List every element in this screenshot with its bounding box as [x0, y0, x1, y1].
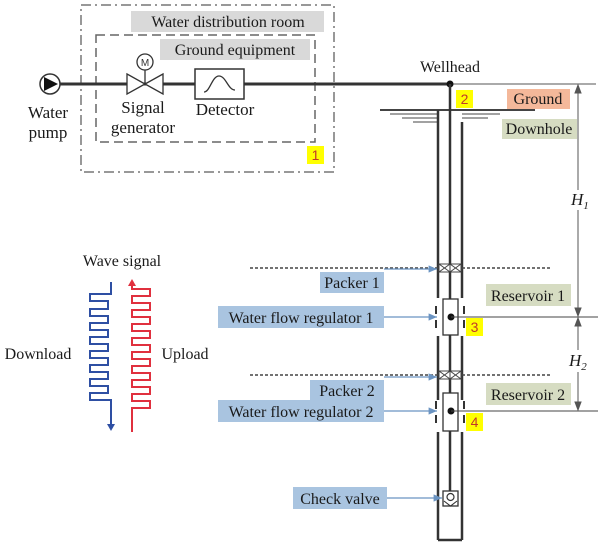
badge-1-text: 1 — [312, 147, 320, 163]
download-arrowhead-icon — [107, 424, 115, 431]
reservoir-1-label-bg — [486, 284, 571, 306]
upload-wave-icon — [131, 284, 151, 432]
room-label-bg — [131, 11, 324, 32]
check-valve-label: Check valve — [300, 491, 380, 508]
badge-2-text: 2 — [461, 91, 469, 107]
wave-signal-title: Wave signal — [83, 253, 162, 270]
generator-label-line2: generator — [111, 118, 176, 137]
badge-4-text: 4 — [471, 414, 479, 430]
equipment-label: Ground equipment — [175, 42, 296, 59]
water-flow-regulator-2-icon — [435, 392, 465, 432]
packer-2-label-bg — [310, 380, 384, 401]
wellhead-label: Wellhead — [420, 59, 480, 76]
regulator-2-label-bg — [218, 400, 384, 422]
packer-1-icon — [438, 263, 462, 273]
room-label: Water distribution room — [151, 14, 305, 31]
regulator-1-label: Water flow regulator 1 — [229, 310, 374, 327]
packer-1-label-bg — [320, 272, 384, 293]
h2-dimension — [574, 316, 582, 412]
h2-label: H2 — [568, 351, 587, 373]
packer-2-icon — [438, 370, 462, 380]
water-pump-icon — [39, 73, 61, 95]
badge-3-text: 3 — [471, 319, 479, 335]
ground-surface — [380, 109, 535, 123]
ground-label-bg — [507, 89, 570, 109]
check-valve-icon — [442, 490, 459, 507]
download-label: Download — [5, 346, 72, 363]
badge-4 — [466, 413, 483, 431]
signal-generator-valve-icon — [126, 53, 164, 96]
check-valve-label-bg — [293, 487, 387, 509]
ground-label: Ground — [514, 91, 563, 108]
reservoir-2-label: Reservoir 2 — [491, 387, 565, 404]
downhole-label: Downhole — [506, 121, 573, 138]
ground-equipment-boundary — [95, 34, 316, 143]
packer-1-label: Packer 1 — [324, 275, 380, 292]
generator-label-line1: Signal — [121, 98, 165, 117]
well-casing — [436, 84, 464, 542]
badge-1 — [307, 146, 324, 164]
reservoir-1-label: Reservoir 1 — [491, 288, 565, 305]
badge-3 — [466, 318, 483, 336]
pump-label-line1: Water — [28, 103, 68, 122]
equipment-label-bg — [160, 39, 310, 60]
detector-label: Detector — [196, 100, 255, 119]
download-wave-icon — [89, 282, 112, 426]
downhole-label-bg — [502, 119, 577, 139]
pump-label-line2: pump — [29, 123, 68, 142]
motor-symbol: M — [141, 58, 149, 69]
h1-label: H1 — [570, 190, 589, 212]
water-flow-regulator-1-icon — [435, 298, 465, 336]
upload-arrowhead-icon — [128, 279, 136, 286]
detector-icon — [194, 68, 245, 100]
packer-2-label: Packer 2 — [319, 383, 375, 400]
h1-dimension — [574, 83, 582, 318]
water-distribution-room-boundary — [80, 4, 335, 173]
regulator-2-label: Water flow regulator 2 — [229, 404, 374, 421]
badge-2 — [456, 90, 473, 108]
regulator-1-label-bg — [218, 306, 384, 328]
upload-label: Upload — [161, 346, 208, 363]
reservoir-2-label-bg — [486, 383, 571, 405]
